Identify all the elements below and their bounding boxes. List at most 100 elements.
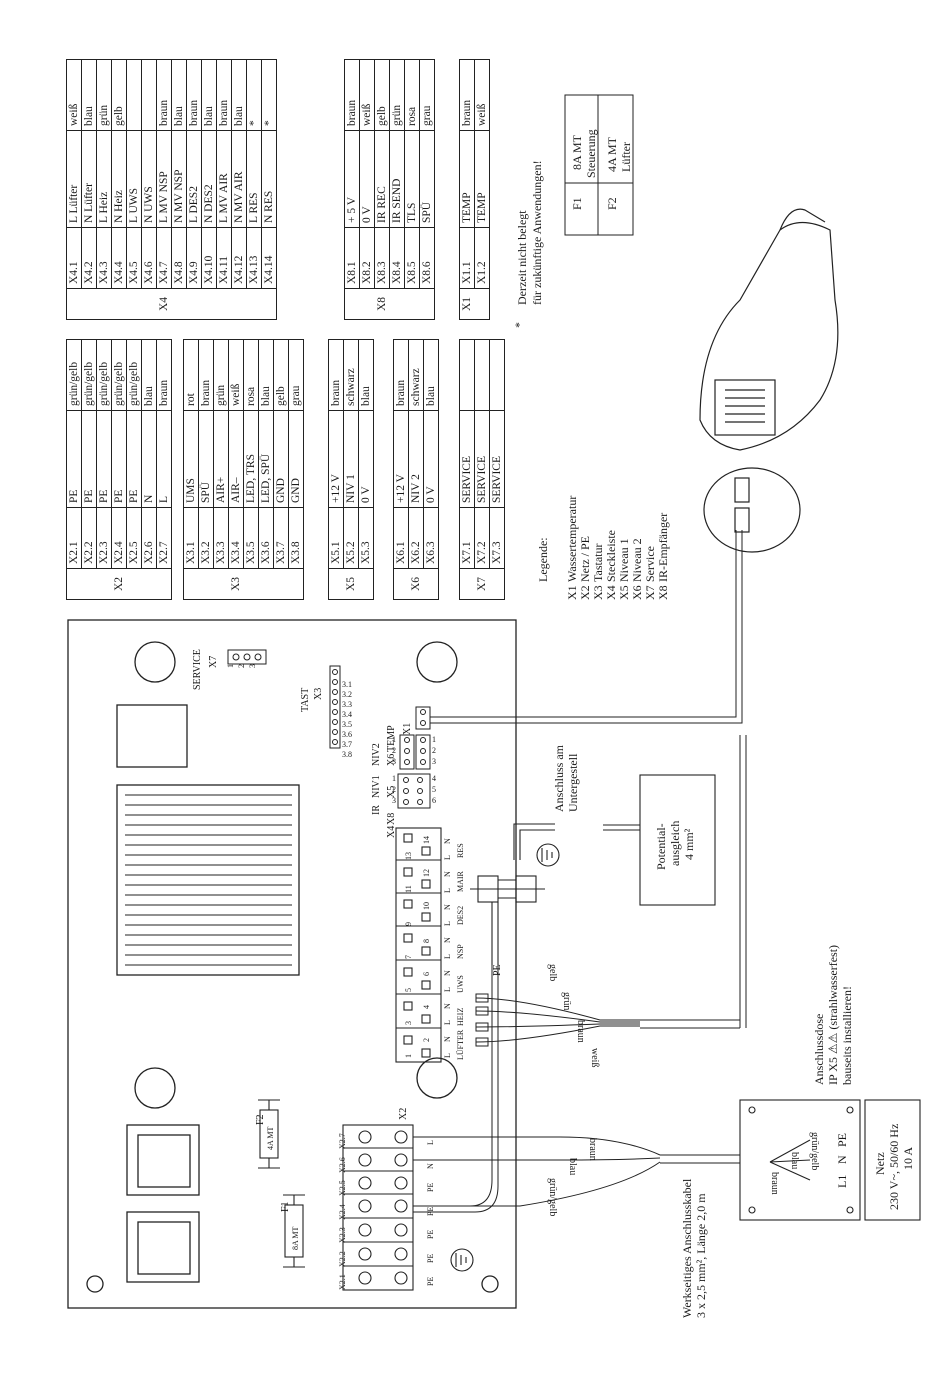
f1-label: F1: [280, 1201, 291, 1212]
wire-color: grün/gelb: [126, 339, 142, 411]
mounting-hole: [134, 1067, 176, 1109]
pin-function: L UWS: [126, 130, 142, 228]
pe-bolt: [470, 823, 555, 965]
group-cell: X3: [228, 568, 244, 600]
wire-color: rosa: [404, 59, 420, 131]
x4-pin-number: 3: [404, 1021, 413, 1025]
potentialausgleich-box: [639, 774, 716, 906]
mounting-hole: [416, 641, 458, 683]
pin-function: 0 V: [423, 410, 439, 508]
wire-color: gelb: [374, 59, 390, 131]
pin-function: L Lüfter: [66, 130, 82, 228]
pin-function: 0 V: [359, 130, 375, 228]
mounting-hole: [86, 1275, 104, 1293]
fuses: [258, 1099, 305, 1268]
box-term-l1: L1: [835, 1174, 849, 1188]
wire-color: braun: [216, 59, 232, 131]
pin-id: X2.5: [126, 507, 142, 569]
group-cell: [246, 288, 262, 320]
pin-id: X5.2: [343, 507, 359, 569]
x4-pin-number: 2: [422, 1037, 431, 1042]
pin-id: X2.6: [141, 507, 157, 569]
pin-function: N MV AIR: [231, 130, 247, 228]
x8-pin-number: 3: [392, 796, 396, 805]
x4-terminal-strip: [395, 827, 442, 1063]
pin-id: X2.3: [96, 507, 112, 569]
group-cell: [243, 568, 259, 600]
mains-wire-label: blau: [567, 1158, 578, 1176]
group-cell: [66, 568, 82, 600]
wire-color: braun: [344, 59, 360, 131]
wire-color: gelb: [111, 59, 127, 131]
pin-id: X7.2: [474, 507, 490, 569]
wire-color: [126, 59, 142, 131]
x4-function-label: RES: [456, 843, 465, 858]
pin-id: X3.2: [198, 507, 214, 569]
x4-wire-label: gelb: [547, 964, 558, 982]
netz-3: 10 A: [901, 1146, 915, 1170]
pin-id: X4.5: [126, 227, 142, 289]
x2-terminal-label: X2.3: [338, 1227, 347, 1243]
pin-function: NIV 1: [343, 410, 359, 508]
wire-color: weiß: [359, 59, 375, 131]
x8-pin-number: 6: [432, 796, 436, 805]
pin-function: + 5 V: [344, 130, 360, 228]
fuse-f1-use: Steuerung: [584, 129, 598, 178]
pin-id: X2.1: [66, 507, 82, 569]
x2-terminal-label: X2.6: [338, 1156, 347, 1173]
footnote-star: *: [512, 322, 526, 328]
anschlussdose-2: IP X5 ⚠⚠ (strahlwasserfest): [826, 944, 840, 1085]
wire-color: blau: [258, 339, 274, 411]
pin-function: N UWS: [141, 130, 157, 228]
pin-id: X1.2: [474, 227, 490, 289]
wire-color: grün: [389, 59, 405, 131]
box-term-n: N: [835, 1155, 849, 1164]
x3-connector: [329, 665, 341, 749]
pin-id: X3.1: [183, 507, 199, 569]
pin-function: IR REC: [374, 130, 390, 228]
pin-function: SPÜ: [198, 410, 214, 508]
netz-1: Netz: [873, 1152, 887, 1175]
x4-ln-label: L: [443, 954, 452, 959]
box-term-pe: PE: [835, 1132, 849, 1147]
transformer: [116, 704, 188, 768]
group-cell: [231, 288, 247, 320]
pin-function: N Lüfter: [81, 130, 97, 228]
pin-id: X8.1: [344, 227, 360, 289]
mains-wire-label: braun: [587, 1138, 598, 1161]
fuse-f2-id: F2: [605, 197, 619, 210]
pin-function: L Heiz: [96, 130, 112, 228]
group-cell: X7: [474, 568, 490, 600]
wire-color: *: [246, 59, 262, 131]
x4-label: X4: [386, 825, 397, 838]
pin-function: AIR–: [228, 410, 244, 508]
mounting-hole: [416, 1057, 458, 1099]
wire-color: grau: [419, 59, 435, 131]
pin-function: N Heiz: [111, 130, 127, 228]
group-cell: [216, 288, 232, 320]
pin-id: X8.5: [404, 227, 420, 289]
x8-pin-number: 2: [392, 785, 396, 794]
x5-pin-number: 1: [392, 735, 396, 744]
group-cell: [111, 288, 127, 320]
legend-title: Legende:: [536, 537, 550, 582]
wire-color: [489, 339, 505, 411]
x4-ln-label: N: [443, 903, 452, 910]
x3-label: X3: [313, 687, 324, 700]
group-cell: [261, 288, 277, 320]
